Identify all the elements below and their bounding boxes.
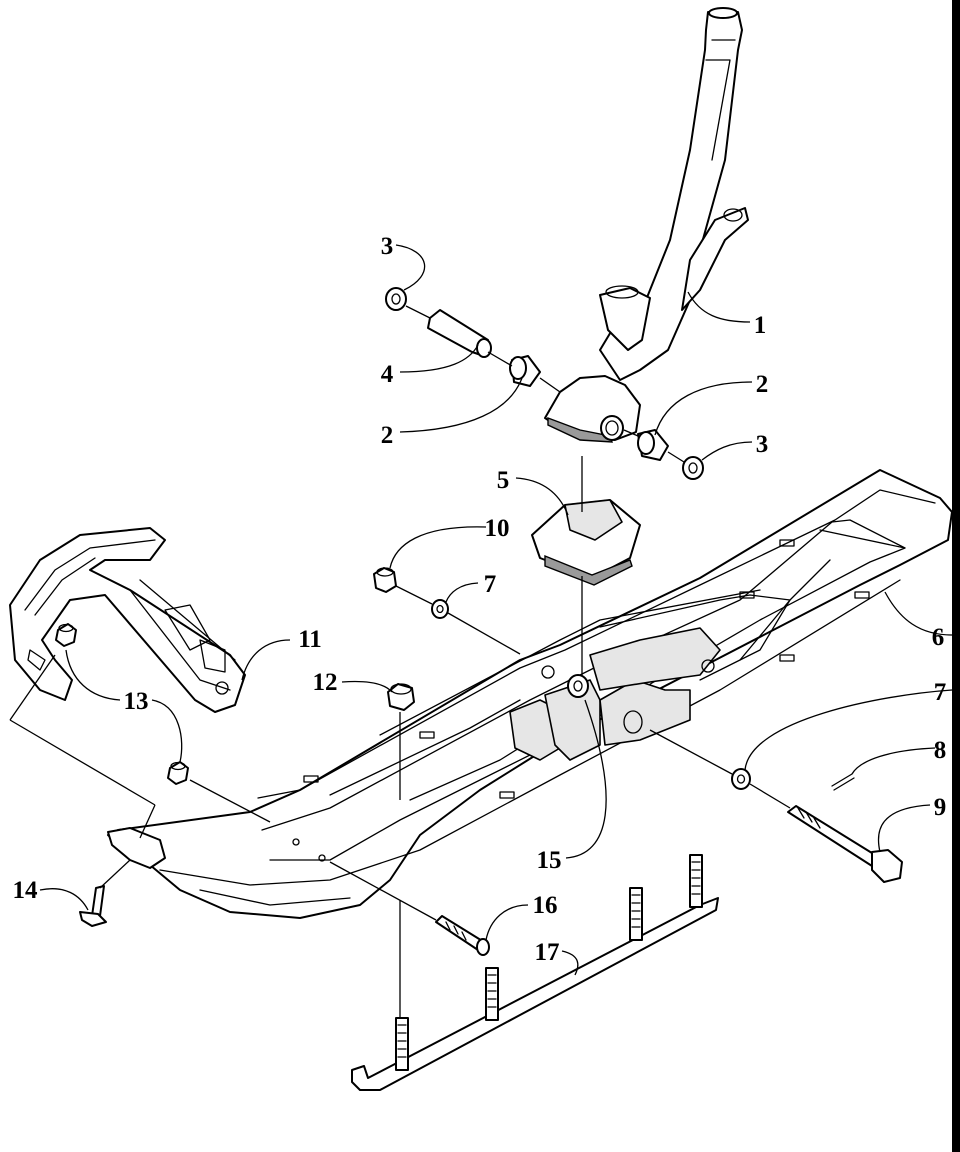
lock-nut-part-12 <box>387 683 415 711</box>
callout-16: 16 <box>533 892 558 919</box>
wear-bar-part-17 <box>351 854 719 1091</box>
callout-15: 15 <box>537 847 562 874</box>
handle-part-11 <box>9 527 246 713</box>
callout-9: 9 <box>934 794 947 821</box>
callout-5: 5 <box>497 467 510 494</box>
callout-10: 10 <box>485 515 510 542</box>
washer-part-3-right <box>682 456 704 480</box>
washer-part-3-left <box>385 287 407 311</box>
callout-7-lower: 7 <box>934 679 947 706</box>
callout-14: 14 <box>13 877 39 904</box>
washer-part-7-lower <box>731 768 751 790</box>
callout-13: 13 <box>124 688 149 715</box>
callout-7-upper: 7 <box>484 571 497 598</box>
bolt-part-16 <box>435 915 490 956</box>
frame-edge <box>952 0 960 1152</box>
shaft-part-4 <box>427 309 492 358</box>
spindle-part-1 <box>544 7 749 443</box>
bushing-part-2-right <box>637 429 669 461</box>
bolt-part-9 <box>787 805 903 883</box>
nut-part-13-ski <box>167 761 189 785</box>
bolt-part-14 <box>79 885 107 927</box>
callout-leaders <box>39 244 953 976</box>
ski-part-6 <box>107 469 953 919</box>
washer-part-7-upper <box>431 599 449 619</box>
nut-part-10 <box>373 567 397 593</box>
callout-3-left: 3 <box>381 233 394 260</box>
callout-labels: 1 2 2 3 3 4 5 6 7 7 8 9 10 11 12 13 14 1… <box>13 233 947 966</box>
callout-12: 12 <box>313 669 338 696</box>
callout-3-right: 3 <box>756 431 769 458</box>
callout-11: 11 <box>298 626 322 653</box>
callout-17: 17 <box>535 939 560 966</box>
callout-6: 6 <box>932 624 945 651</box>
callout-8: 8 <box>934 737 947 764</box>
saddle-block-part-5 <box>531 499 641 586</box>
cotter-pin-part-8 <box>831 773 855 791</box>
bushing-part-2-left <box>509 355 541 387</box>
callout-2-left: 2 <box>381 422 394 449</box>
callout-1: 1 <box>754 312 767 339</box>
assembly-lines <box>9 305 791 1018</box>
callout-4: 4 <box>381 361 394 388</box>
bushing-part-15 <box>567 674 589 698</box>
nut-part-13-handle <box>55 623 77 647</box>
callout-2-right: 2 <box>756 371 769 398</box>
